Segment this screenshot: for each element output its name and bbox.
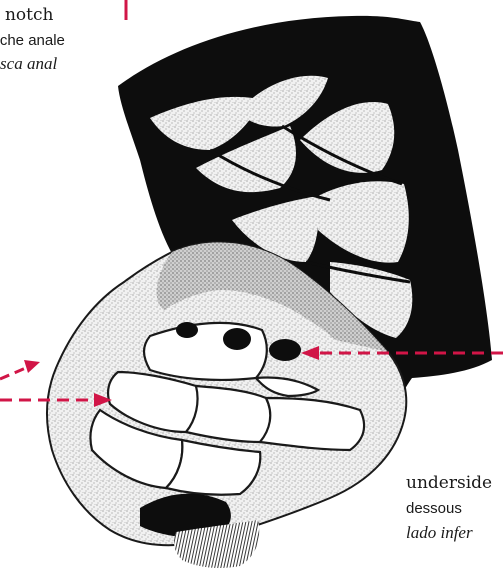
label-underside-es: lado infer (406, 523, 492, 543)
label-underside-en: underside (406, 474, 492, 494)
eyespot-1 (176, 322, 198, 338)
label-underside-fr: dessous (406, 500, 492, 517)
eyespot-3 (269, 339, 301, 361)
pointer-left-upper (0, 367, 28, 379)
label-anal-notch-es: uesca anal (0, 54, 65, 74)
pointer-left-upper-arrowhead (24, 360, 40, 373)
eyespot-2 (223, 328, 251, 350)
label-anal-notch-en: al notch (0, 6, 65, 26)
label-underside: underside dessous lado infer (406, 474, 492, 542)
label-anal-notch-fr: coche anale (0, 32, 65, 49)
label-anal-notch: al notch coche anale uesca anal (0, 6, 65, 73)
